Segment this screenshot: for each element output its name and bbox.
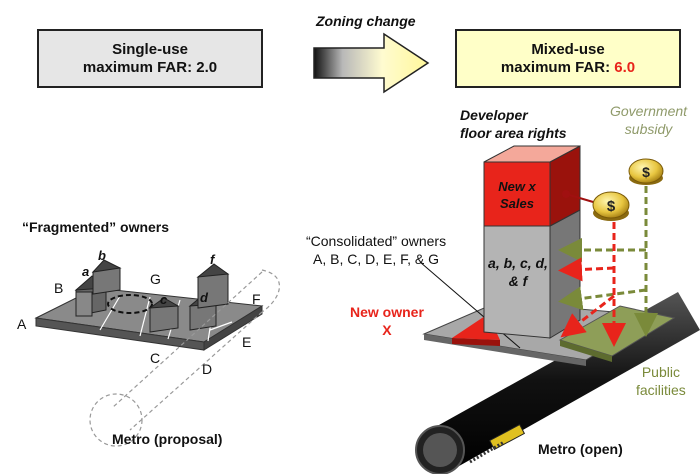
building-label-a: a — [82, 264, 90, 279]
single-use-title: Single-use — [112, 40, 188, 58]
parcel-label-d: D — [202, 361, 213, 377]
building-label-b: b — [98, 248, 106, 263]
zoning-change-label: Zoning change — [316, 13, 416, 29]
svg-text:$: $ — [642, 164, 650, 180]
parcel-label-c: C — [150, 350, 161, 366]
metro-open-label: Metro (open) — [538, 441, 623, 457]
building-label-d: d — [200, 290, 208, 305]
developer-rights-label: Developer floor area rights — [460, 107, 567, 141]
parcel-label-e: E — [242, 334, 252, 350]
subsidy-flows — [558, 186, 658, 347]
mixed-use-far-value: 6.0 — [614, 58, 636, 76]
mixed-use-far: maximum FAR: 6.0 — [500, 58, 636, 76]
zoning-change-arrow — [313, 32, 430, 94]
consolidated-owners-label: “Consolidated” owners A, B, C, D, E, F, … — [306, 233, 447, 267]
single-use-far: maximum FAR: 2.0 — [82, 58, 218, 76]
tower — [483, 145, 601, 339]
building-label-f: f — [210, 252, 215, 267]
tower-body-label: a, b, c, d, & f — [488, 255, 548, 289]
public-facilities-label: Public facilities — [636, 364, 686, 398]
mixed-use-title: Mixed-use — [531, 40, 605, 58]
single-use-box: Single-use maximum FAR: 2.0 — [37, 29, 263, 88]
government-subsidy-label: Government subsidy — [610, 103, 688, 137]
small-buildings — [74, 259, 281, 447]
mixed-use-box: Mixed-use maximum FAR: 6.0 — [455, 29, 681, 88]
coins: $ $ — [592, 158, 664, 221]
parcel-label-a: A — [17, 316, 27, 332]
parcel-label-b: B — [54, 280, 64, 296]
parcel-label-g: G — [150, 271, 161, 287]
metro-proposal-label: Metro (proposal) — [112, 431, 223, 447]
tower-top-label: New x Sales — [498, 179, 536, 211]
new-owner-label: New owner X — [350, 304, 424, 338]
svg-text:$: $ — [607, 198, 616, 215]
single-use-far-value: 2.0 — [196, 58, 218, 76]
parcel-label-f: F — [252, 291, 261, 307]
fragmented-owners-title: “Fragmented” owners — [22, 219, 170, 235]
building-label-c: c — [160, 292, 168, 307]
